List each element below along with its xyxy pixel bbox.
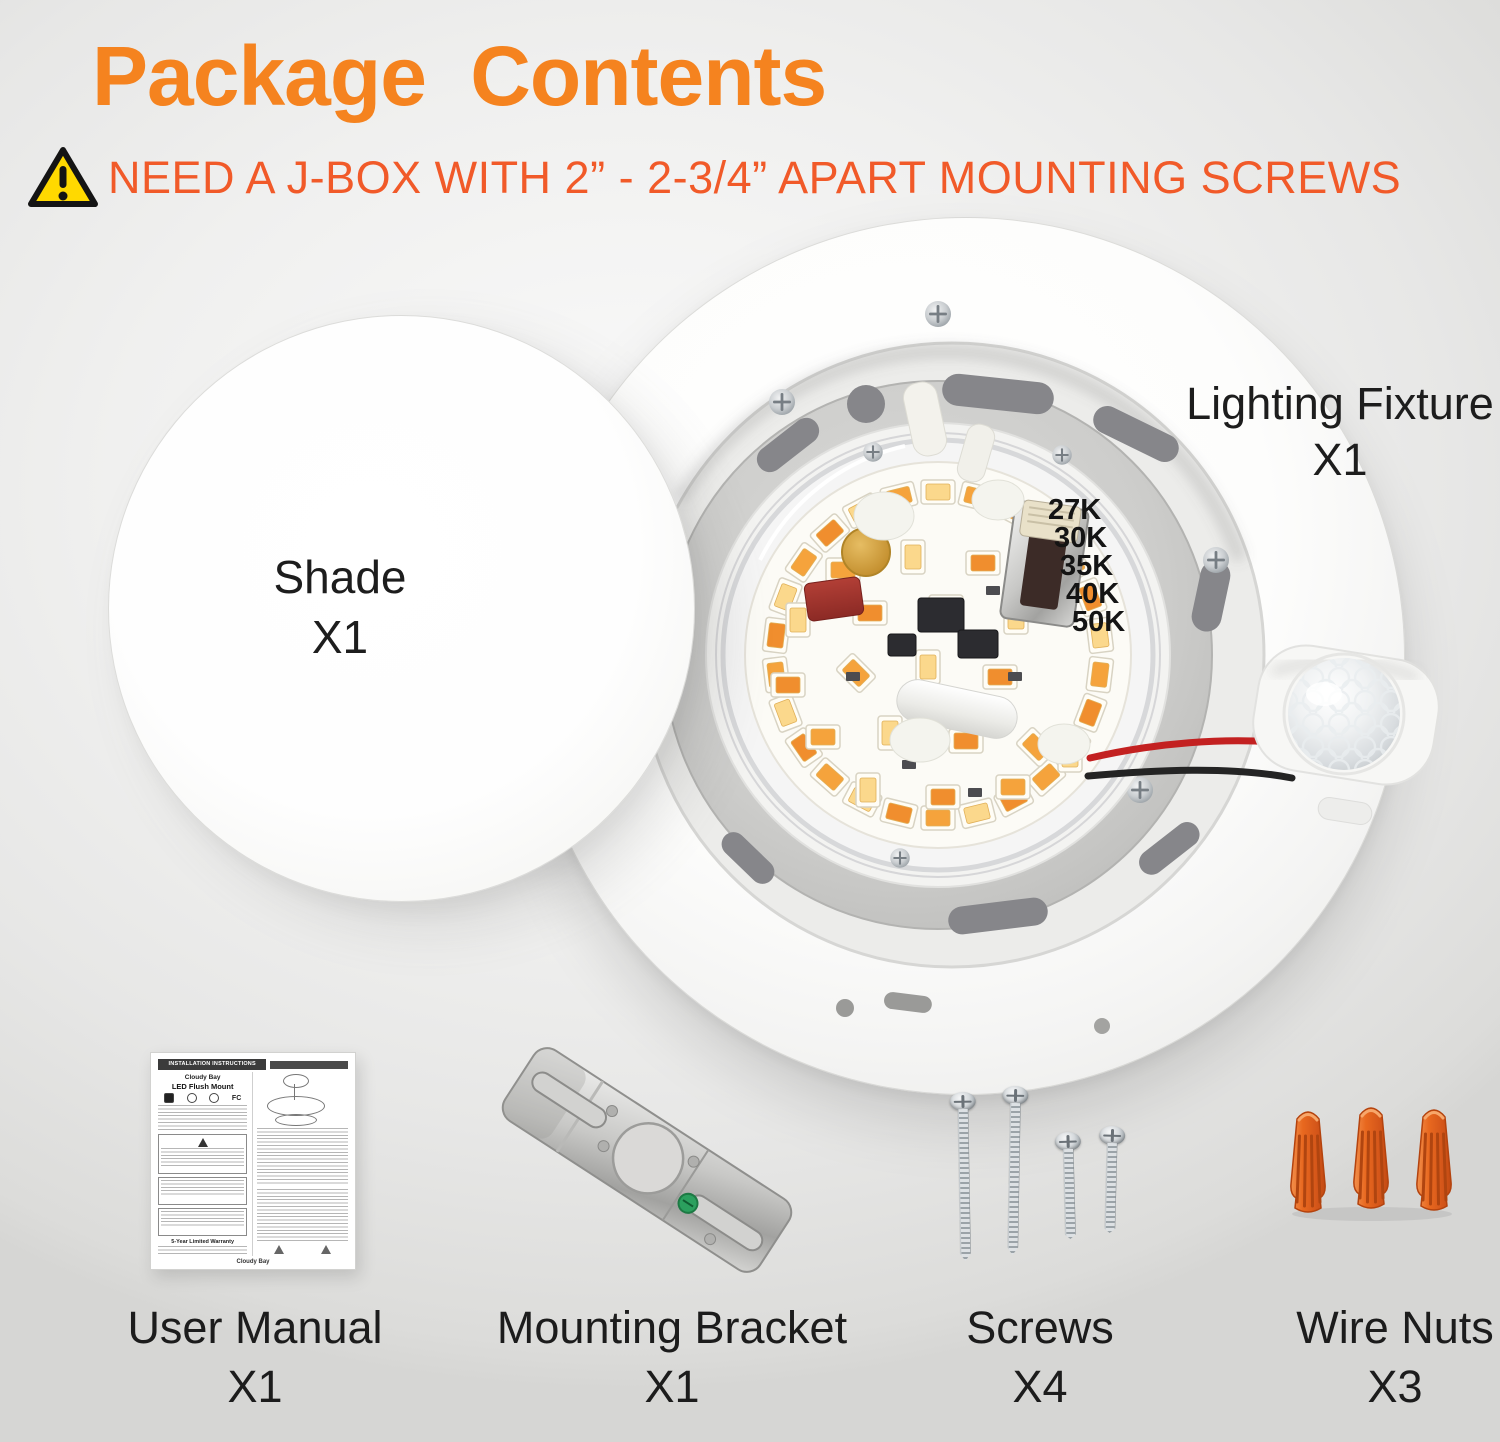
board-components (803, 381, 1302, 797)
wire-nuts-qty: X3 (1367, 1361, 1423, 1413)
led-chip (1085, 655, 1115, 694)
cct-30k: 30K (1054, 522, 1107, 554)
warning-triangle-icon (28, 147, 98, 207)
manual-header: INSTALLATION INSTRUCTIONS (158, 1059, 267, 1071)
shade-label: Shade X1 (225, 548, 455, 668)
led-chip (879, 797, 919, 830)
lighting-fixture-qty: X1 (1312, 434, 1368, 486)
manual-warranty-heading: 5-Year Limited Warranty (171, 1239, 235, 1246)
wire-nuts-photo (1289, 1106, 1453, 1221)
led-board: 27K 30K 35K 40K 50K (715, 381, 1302, 878)
led-chip (761, 616, 791, 655)
manual-header-right (270, 1061, 348, 1069)
lighting-fixture-label: Lighting Fixture X1 (1155, 376, 1500, 489)
user-manual-photo: INSTALLATION INSTRUCTIONS Cloudy Bay LED… (150, 1052, 356, 1270)
mounting-bracket-photo (501, 1047, 793, 1273)
screws-label: Screws X4 (915, 1298, 1165, 1417)
screws-qty: X4 (1012, 1361, 1068, 1413)
screw-short-1 (1054, 1131, 1085, 1240)
led-chip (920, 479, 956, 505)
led-chip (770, 672, 806, 698)
led-chip (805, 724, 841, 750)
screws-name: Screws (966, 1302, 1114, 1353)
led-chip (785, 602, 811, 638)
wire-nuts-label: Wire Nuts X3 (1255, 1298, 1500, 1417)
motion-sensor (1252, 644, 1440, 826)
shade-name: Shade (273, 551, 407, 603)
wire-nuts-name: Wire Nuts (1296, 1302, 1494, 1353)
led-chip (1073, 692, 1108, 733)
screw-short-2 (1096, 1125, 1127, 1234)
user-manual-qty: X1 (227, 1361, 283, 1413)
shade-qty: X1 (311, 610, 369, 663)
led-chip (900, 539, 926, 575)
led-chip (925, 784, 961, 810)
manual-footer-brand: Cloudy Bay (236, 1259, 270, 1266)
lighting-fixture-name: Lighting Fixture (1186, 378, 1494, 429)
cct-labels: 27K 30K 35K 40K 50K (1048, 494, 1125, 638)
shade-photo (108, 315, 695, 902)
warning-text: NEED A J-BOX WITH 2” - 2-3/4” APART MOUN… (108, 152, 1402, 203)
mounting-bracket-name: Mounting Bracket (496, 1302, 848, 1353)
led-chip (855, 772, 881, 808)
screw-long-2 (999, 1085, 1030, 1255)
led-chip (995, 774, 1031, 800)
led-chip (809, 513, 851, 553)
mounting-bracket-qty: X1 (644, 1361, 700, 1413)
manual-fcc-mark: FC (231, 1094, 242, 1102)
screw-long-1 (949, 1091, 980, 1261)
led-chip (768, 692, 803, 733)
manual-brand: Cloudy Bay (184, 1074, 221, 1082)
cct-50k: 50K (1072, 606, 1125, 638)
cct-35k: 35K (1060, 550, 1113, 582)
led-chip (965, 550, 1001, 576)
led-chip (920, 805, 956, 831)
led-chip (809, 757, 851, 797)
led-chip (1025, 757, 1067, 797)
led-chip (784, 542, 823, 583)
user-manual-name: User Manual (127, 1302, 383, 1353)
cct-slide-switch (999, 499, 1090, 628)
led-chip (957, 797, 997, 830)
user-manual-label: User Manual X1 (105, 1298, 405, 1417)
manual-diagram (257, 1072, 348, 1127)
cct-27k: 27K (1048, 494, 1101, 526)
led-chip (915, 649, 941, 685)
led-chip (1085, 616, 1115, 655)
manual-cert-marks: FC (158, 1093, 247, 1104)
manual-product: LED Flush Mount (171, 1082, 234, 1092)
cct-40k: 40K (1066, 578, 1119, 610)
led-chip (1073, 577, 1108, 618)
warning-row: NEED A J-BOX WITH 2” - 2-3/4” APART MOUN… (26, 144, 1401, 212)
page-title: Package Contents (92, 29, 827, 123)
mounting-bracket-label: Mounting Bracket X1 (467, 1298, 877, 1417)
